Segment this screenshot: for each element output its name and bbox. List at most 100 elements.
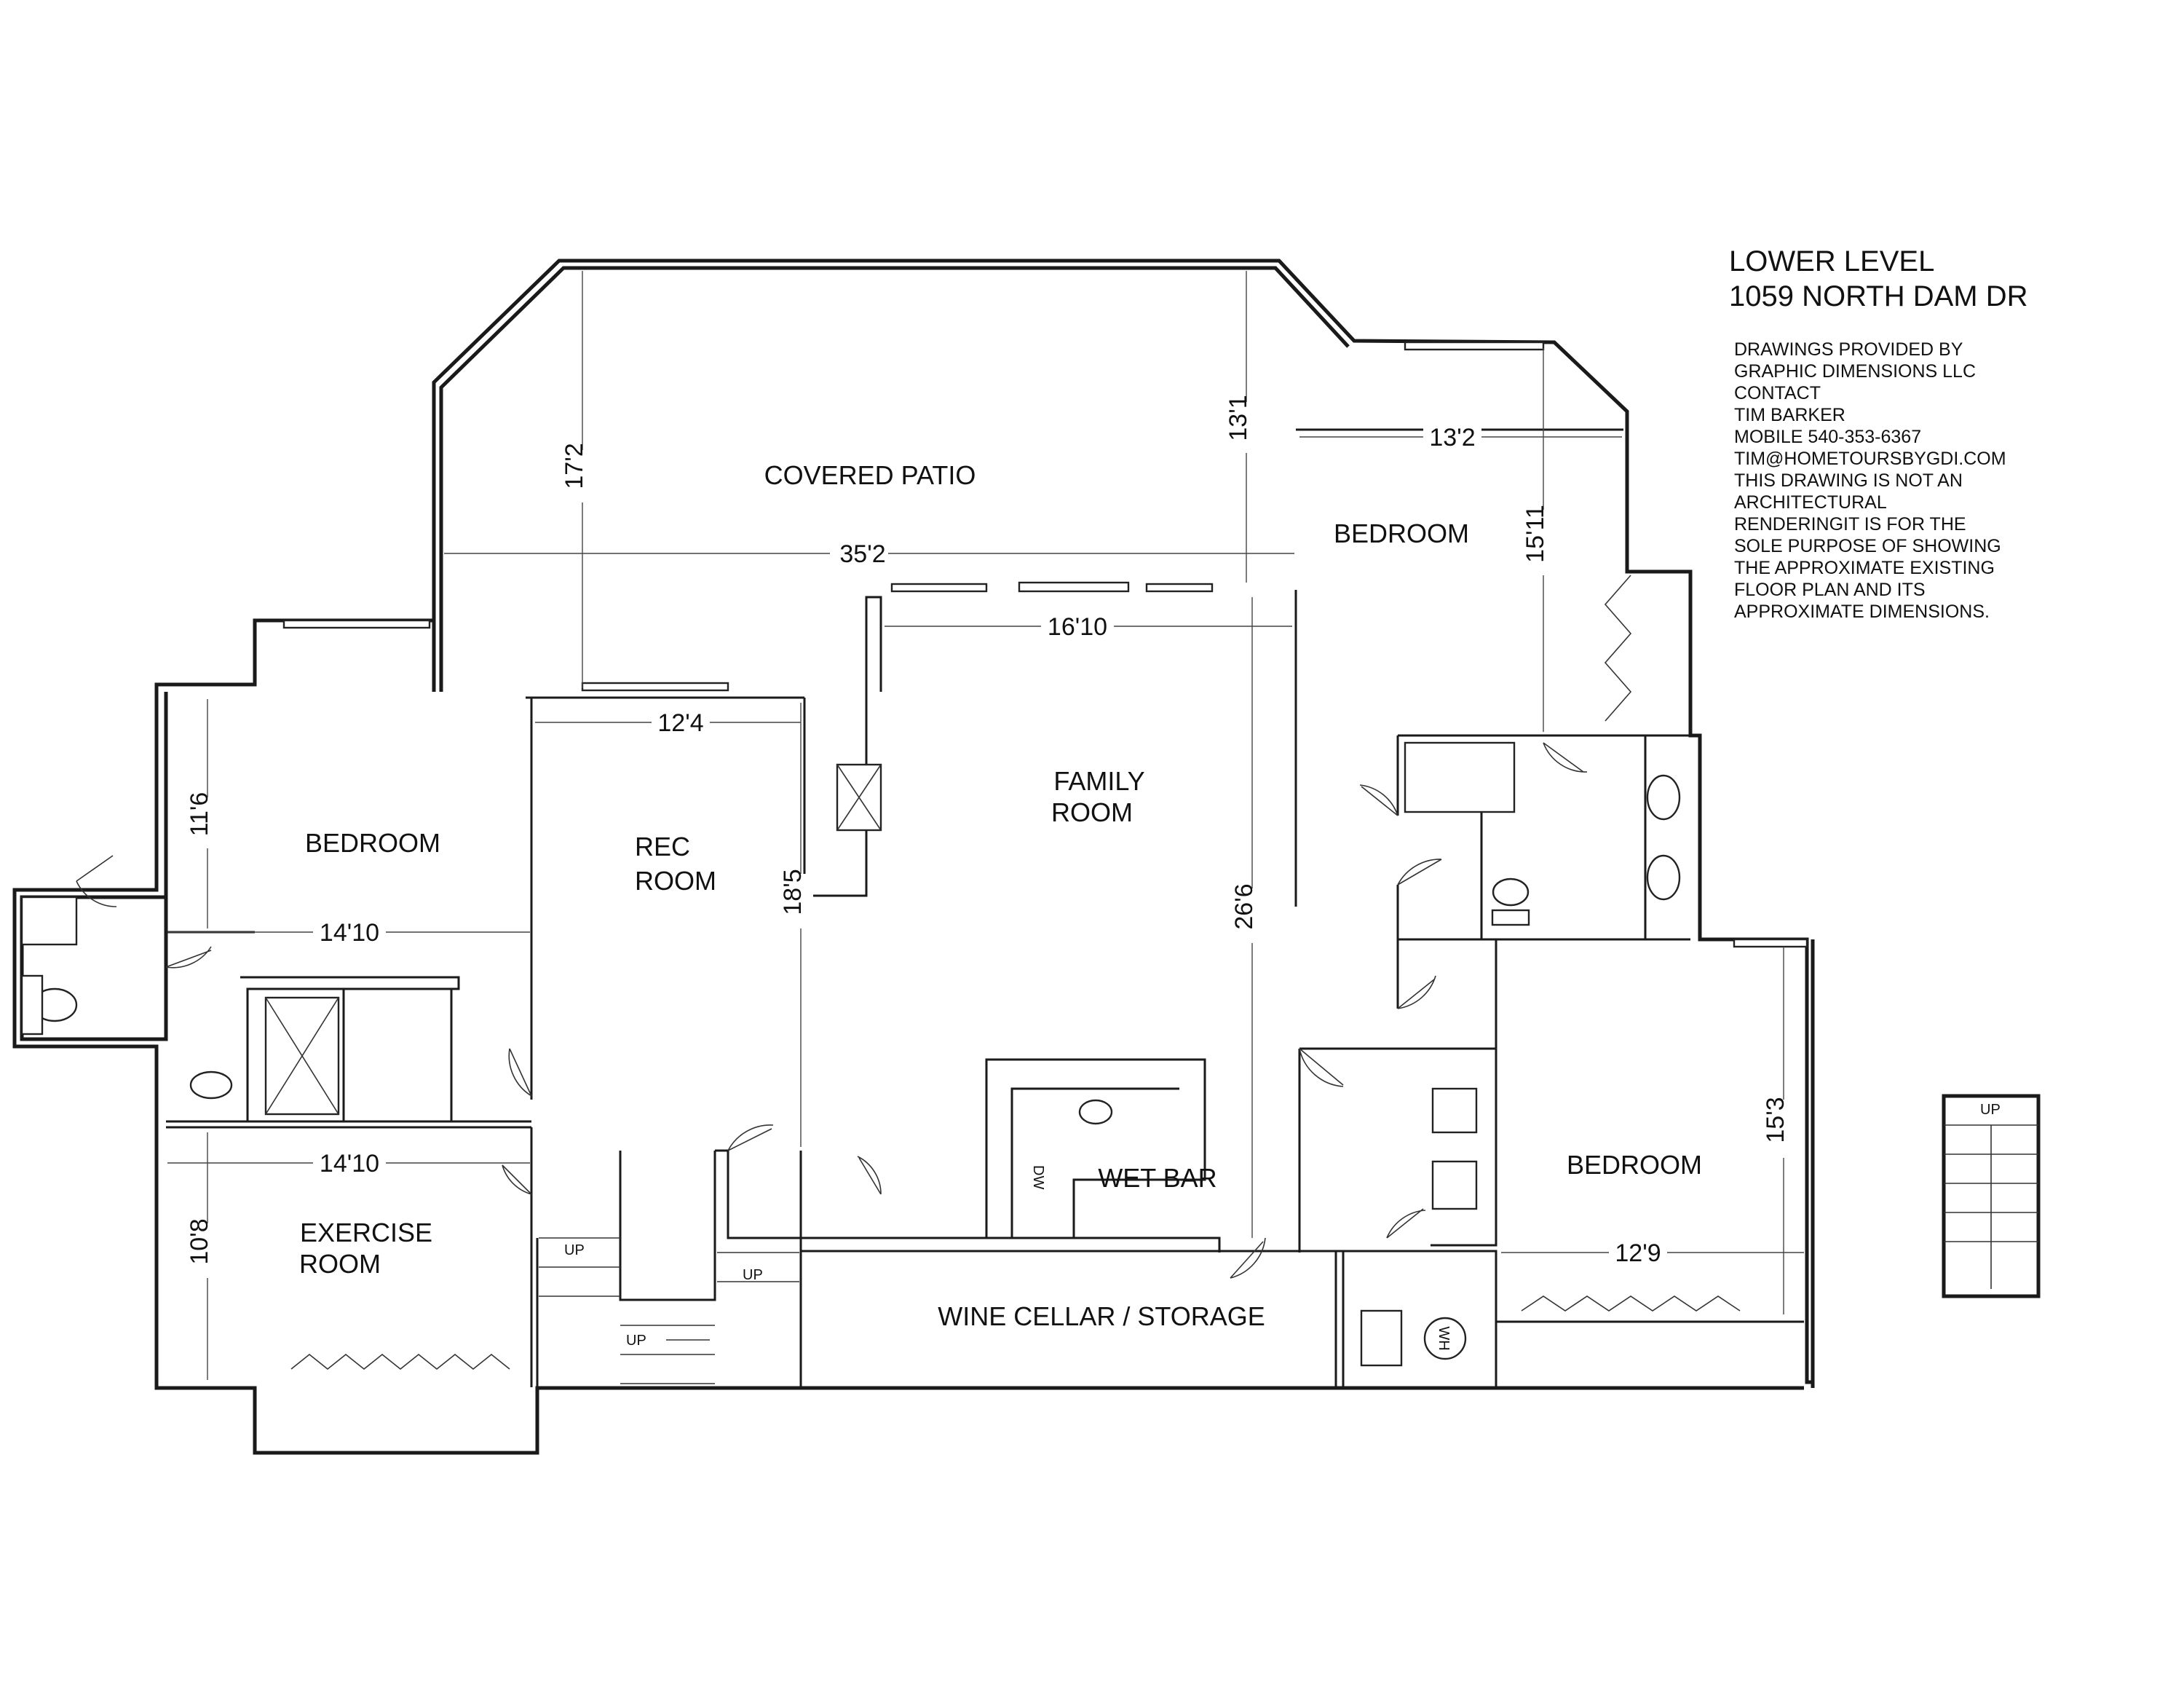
door-swing xyxy=(502,1164,532,1195)
door-swings xyxy=(76,575,1741,1370)
wall xyxy=(801,1237,1221,1253)
dim-label-rec-depth: 18'5 xyxy=(779,869,807,915)
stair-right-box xyxy=(1942,1094,2041,1298)
sliding-door xyxy=(1018,581,1130,593)
wall xyxy=(1396,885,1690,941)
furnace-icon xyxy=(1360,1309,1403,1367)
wall xyxy=(985,1058,1206,1238)
door-swing xyxy=(1359,784,1398,816)
room-labels: COVERED PATIO BEDROOM REC ROOM FAMILY RO… xyxy=(299,460,1702,1331)
note-line: RENDERINGIT IS FOR THE xyxy=(1734,514,1966,535)
note-line: THIS DRAWING IS NOT AN xyxy=(1734,470,1963,491)
wall xyxy=(715,1149,801,1239)
title-address: 1059 NORTH DAM DR xyxy=(1729,280,2027,312)
toilet-tank-icon xyxy=(1491,909,1530,926)
wall xyxy=(1336,1250,1497,1388)
window xyxy=(282,619,431,629)
door-swing xyxy=(76,855,117,907)
room-label-bedroom-lower-right: BEDROOM xyxy=(1567,1150,1702,1180)
wall xyxy=(619,1151,716,1301)
note-line: GRAPHIC DIMENSIONS LLC xyxy=(1734,361,1976,382)
dim-label-family-depth: 26'6 xyxy=(1230,883,1258,929)
dim-label-patio-width: 35'2 xyxy=(839,540,885,568)
note-line: FLOOR PLAN AND ITS xyxy=(1734,580,1926,600)
door-swing xyxy=(1543,742,1588,773)
room-label-covered-patio: COVERED PATIO xyxy=(764,460,976,490)
dishwasher-label: DW xyxy=(1030,1165,1046,1189)
door-swing xyxy=(857,1156,882,1195)
door-swing xyxy=(508,1048,532,1097)
note-line: APPROXIMATE DIMENSIONS. xyxy=(1734,602,1990,622)
door-swing xyxy=(165,946,212,969)
room-label-bedroom-left: BEDROOM xyxy=(305,828,440,858)
dim-label-bed-ur-depth: 15'11 xyxy=(1522,505,1549,563)
dim-label-bed-left-depth: 11'6 xyxy=(186,792,213,837)
stair-up-label: UP xyxy=(626,1333,646,1349)
sink-icon xyxy=(1646,774,1681,821)
room-label-bedroom-upper-right: BEDROOM xyxy=(1334,518,1469,548)
bifold-door xyxy=(290,1353,510,1370)
door-swing xyxy=(1299,1048,1344,1087)
water-heater-label: WH xyxy=(1436,1326,1452,1350)
room-label-family-room: ROOM xyxy=(1051,797,1133,827)
dim-label-bed-left-width: 14'10 xyxy=(320,919,379,947)
sink-icon xyxy=(189,1070,233,1100)
notes-block: DRAWINGS PROVIDED BY GRAPHIC DIMENSIONS … xyxy=(1734,339,2006,622)
note-line: CONTACT xyxy=(1734,383,1821,403)
left-bedroom-inner xyxy=(20,692,168,1041)
dim-label-bed-lr-width: 12'9 xyxy=(1615,1239,1661,1267)
stair-middle: UP xyxy=(717,1252,799,1283)
note-line: DRAWINGS PROVIDED BY xyxy=(1734,339,1963,360)
stair-right: UP xyxy=(1944,1102,2038,1289)
note-line: MOBILE 540-353-6367 xyxy=(1734,427,1921,447)
sink-icon xyxy=(1078,1099,1113,1125)
room-label-wet-bar: WET BAR xyxy=(1098,1163,1216,1193)
windows xyxy=(282,341,1808,948)
washer-icon xyxy=(1431,1087,1478,1134)
wall xyxy=(803,596,882,897)
room-label-rec-room: REC xyxy=(635,832,690,861)
stairs: UP UP UP UP xyxy=(539,1102,2038,1384)
shower-x xyxy=(265,997,339,1115)
room-label-exercise-room: ROOM xyxy=(299,1249,381,1279)
room-label-exercise-room: EXERCISE xyxy=(300,1218,432,1247)
title-block: LOWER LEVEL 1059 NORTH DAM DR DRAWINGS P… xyxy=(1729,245,2027,622)
door-swing xyxy=(1397,859,1442,886)
dryer-icon xyxy=(1431,1160,1478,1210)
dim-label-bed-lr-depth: 15'3 xyxy=(1762,1097,1789,1143)
title-level: LOWER LEVEL xyxy=(1729,245,1934,277)
dimension-labels: 17'2 35'2 13'1 16'10 26'6 12'4 18'5 11'6… xyxy=(186,395,1796,1278)
wall xyxy=(1299,1047,1497,1247)
note-line: ARCHITECTURAL xyxy=(1734,492,1887,513)
room-label-rec-room: ROOM xyxy=(635,866,716,896)
patio-inner-wall xyxy=(439,266,1350,692)
window xyxy=(1145,583,1214,593)
interior-walls xyxy=(166,428,1804,1389)
fixtures: DW WH xyxy=(20,741,1681,1367)
toilet-icon xyxy=(1492,877,1530,907)
stair-up-label: UP xyxy=(564,1242,585,1258)
stair-bottom: UP xyxy=(620,1325,715,1384)
door-swing xyxy=(1230,1237,1266,1279)
bifold-door xyxy=(1521,1295,1741,1312)
sink-icon xyxy=(1646,854,1681,901)
dim-label-family-width: 16'10 xyxy=(1048,613,1107,641)
window xyxy=(1733,938,1808,948)
dim-label-rec-width: 12'4 xyxy=(657,709,703,737)
bifold-door xyxy=(1604,575,1632,722)
toilet-tank-icon xyxy=(20,974,44,1036)
bathtub-icon xyxy=(1404,741,1516,813)
door-swing xyxy=(1386,1208,1426,1239)
window xyxy=(581,682,729,692)
window xyxy=(890,583,988,593)
dim-label-bed-ur-width: 13'2 xyxy=(1429,424,1475,451)
door-swing xyxy=(727,1124,774,1151)
dim-label-patio-right-depth: 13'1 xyxy=(1224,395,1252,441)
stair-up-label: UP xyxy=(743,1267,763,1283)
wall xyxy=(1010,1087,1179,1238)
room-label-wine-cellar: WINE CELLAR / STORAGE xyxy=(938,1301,1265,1331)
vanity xyxy=(20,896,78,946)
door-swing xyxy=(1397,975,1436,1009)
water-heater-icon xyxy=(1423,1317,1467,1360)
